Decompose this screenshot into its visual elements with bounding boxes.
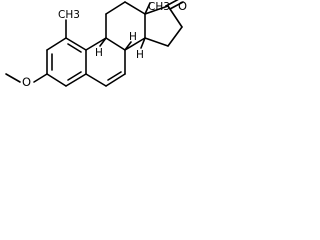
stereo-bond xyxy=(99,37,107,47)
bond xyxy=(46,37,67,51)
angular-methyl-bond xyxy=(144,2,151,15)
stereo-h-label: H xyxy=(95,47,103,59)
bond xyxy=(46,73,67,87)
bond xyxy=(85,37,107,51)
bond xyxy=(5,73,21,83)
ketone-oxygen-label: O xyxy=(178,0,187,13)
bond xyxy=(124,37,146,51)
angular-methyl-label: CH3 xyxy=(148,1,170,13)
ketone-bond xyxy=(165,0,184,10)
bond xyxy=(105,37,126,51)
bond xyxy=(65,73,87,87)
methoxy-bonds xyxy=(5,73,48,83)
chemical-structure: O O CH3 CH3 H H H xyxy=(5,0,187,89)
bond xyxy=(105,73,126,87)
double-bond xyxy=(169,1,184,10)
bond xyxy=(85,73,107,87)
ether-oxygen-label: O xyxy=(22,75,31,89)
ring-methyl-label: CH3 xyxy=(58,9,80,21)
double-bond-inner xyxy=(67,43,82,53)
stereo-bond xyxy=(140,37,146,49)
stereo-h-label: H xyxy=(129,31,137,43)
bond xyxy=(144,37,169,47)
bond xyxy=(33,73,48,83)
bond xyxy=(144,5,169,15)
double-bond-inner xyxy=(67,71,82,81)
double-bond xyxy=(165,0,179,7)
bond xyxy=(167,26,183,47)
stereo-bond xyxy=(124,41,132,51)
stereo-bonds xyxy=(99,37,146,51)
ring-a-bonds xyxy=(46,37,87,87)
ring-b-bonds xyxy=(85,37,126,87)
double-bond-inner xyxy=(107,71,122,81)
bond xyxy=(65,37,87,51)
ring-d-bonds xyxy=(144,5,183,47)
bond xyxy=(105,1,126,15)
bond xyxy=(124,1,146,15)
stereo-h-label: H xyxy=(136,49,144,61)
ring-c-bonds xyxy=(105,1,146,51)
